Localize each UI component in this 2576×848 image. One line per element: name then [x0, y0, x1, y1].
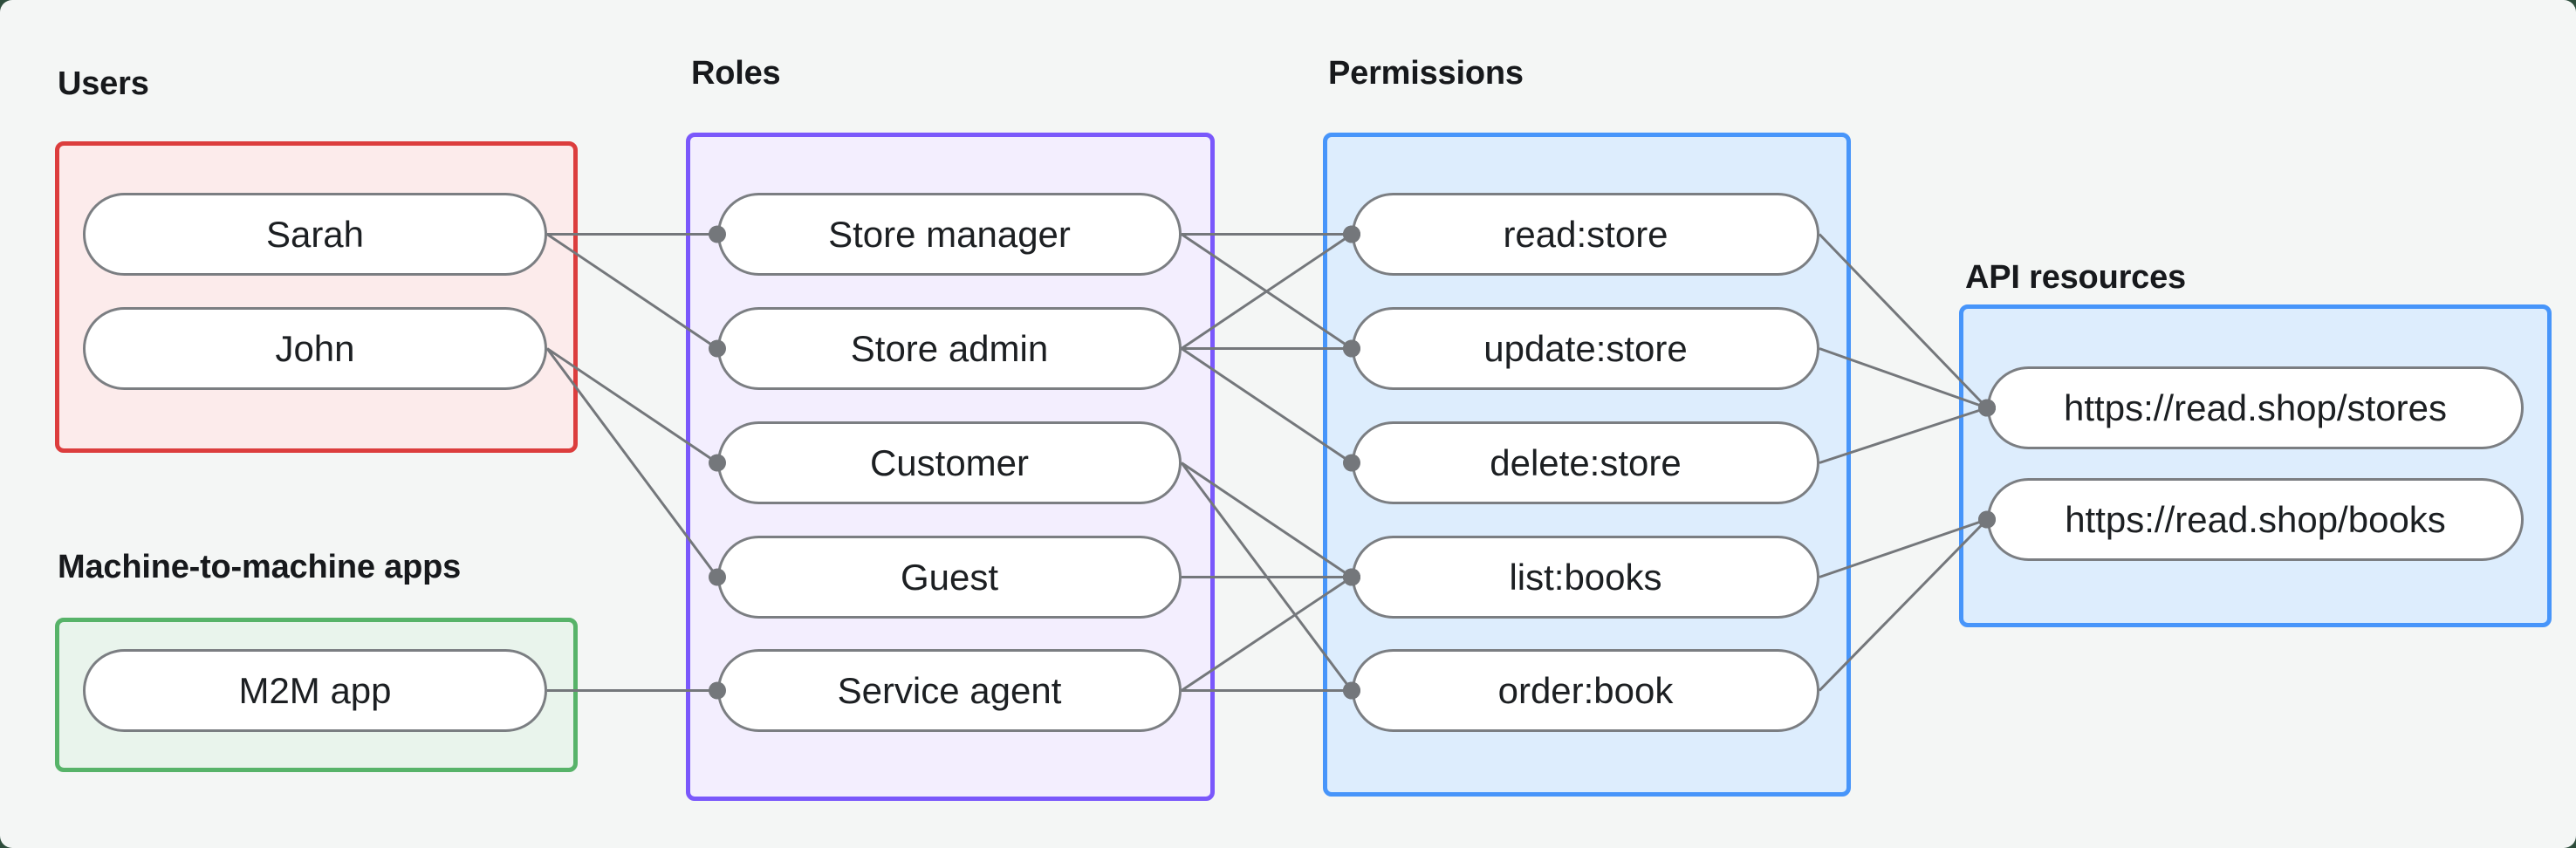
node-books-api: https://read.shop/books [1987, 478, 2524, 561]
node-list-books: list:books [1352, 536, 1819, 619]
roles-group-label: Roles [691, 55, 781, 92]
api-resources-group-box [1959, 304, 2552, 627]
node-stores-api: https://read.shop/stores [1987, 366, 2524, 449]
node-delete-store: delete:store [1352, 421, 1819, 504]
node-sarah: Sarah [83, 193, 547, 276]
node-guest: Guest [717, 536, 1182, 619]
node-update-store: update:store [1352, 307, 1819, 390]
node-customer: Customer [717, 421, 1182, 504]
permissions-group-label: Permissions [1328, 55, 1524, 92]
api-resources-group-label: API resources [1965, 259, 2186, 296]
node-john: John [83, 307, 547, 390]
node-m2m-app: M2M app [83, 649, 547, 732]
node-store-manager: Store manager [717, 193, 1182, 276]
node-store-admin: Store admin [717, 307, 1182, 390]
users-group-label: Users [58, 65, 149, 102]
m2m-apps-group-label: Machine-to-machine apps [58, 549, 462, 585]
node-service-agent: Service agent [717, 649, 1182, 732]
users-group-box [55, 141, 578, 453]
node-order-book: order:book [1352, 649, 1819, 732]
node-read-store: read:store [1352, 193, 1819, 276]
